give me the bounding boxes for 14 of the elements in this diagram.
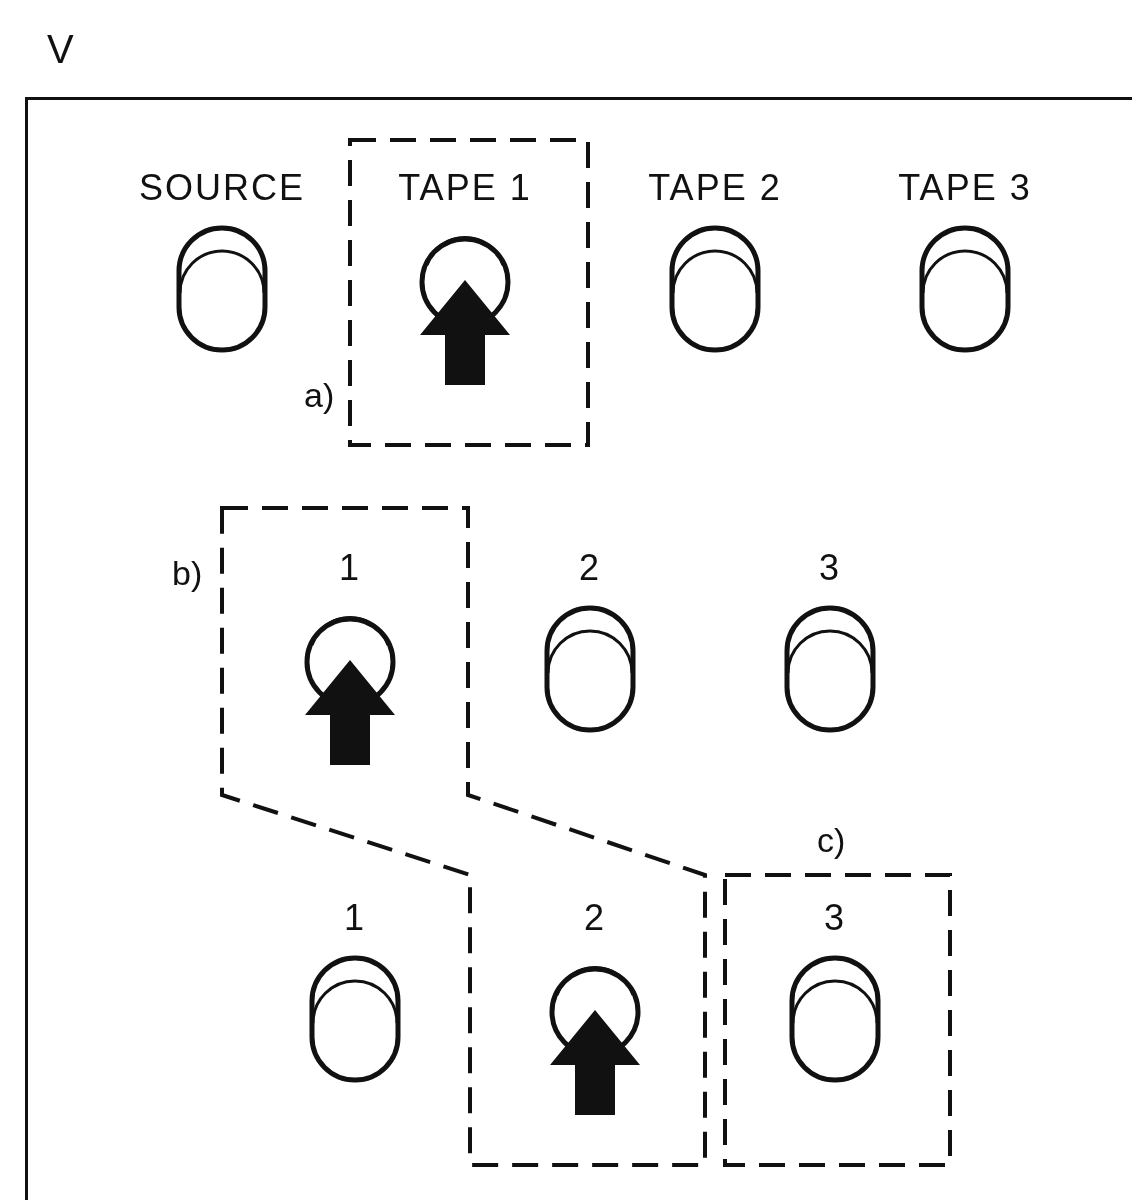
group-label: a): [304, 378, 335, 412]
group-label: V: [47, 29, 74, 69]
group-label: c): [817, 823, 846, 857]
switch-label: 1: [339, 550, 361, 586]
switch-label: TAPE 1: [398, 170, 532, 206]
group-label: b): [172, 556, 203, 590]
switch-label: TAPE 3: [898, 170, 1032, 206]
switch-label: 1: [344, 900, 366, 936]
switch-label: TAPE 2: [648, 170, 782, 206]
switch-label: 3: [819, 550, 841, 586]
switch-label: 3: [824, 900, 846, 936]
switch-label: SOURCE: [139, 170, 305, 206]
switch-label: 2: [584, 900, 606, 936]
switch-label: 2: [579, 550, 601, 586]
